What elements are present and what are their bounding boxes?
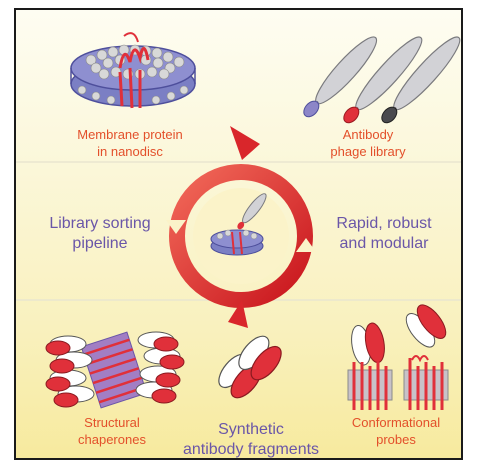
phage-library-icon [303, 36, 461, 124]
phage-library-label: Antibody phage library [330, 127, 406, 159]
synthetic-fragments-label: Synthetic antibody fragments [182, 421, 320, 458]
library-sorting-label: Library sorting pipeline [49, 215, 151, 252]
cycle-arrow-out [228, 300, 248, 328]
cycle-notch-left [166, 220, 186, 234]
cycle-arrow-in [230, 126, 260, 160]
membrane-protein-label: Membrane protein in nanodisc [77, 127, 183, 159]
selection-cycle [166, 126, 316, 328]
structural-chaperones-icon [45, 331, 185, 409]
figure-frame: Membrane protein in nanodisc Antibody ph… [14, 8, 463, 460]
nanodisc-icon [70, 32, 196, 109]
rapid-robust-label: Rapid, robust and modular [336, 215, 432, 252]
cycle-nanodisc-icon [210, 193, 267, 256]
conformational-probes-label: Conformational probes [351, 415, 441, 447]
illustration-layer [16, 32, 461, 410]
conformational-probes-icon [347, 304, 449, 410]
cycle-notch-right [296, 238, 316, 252]
cycle-ring [169, 164, 313, 308]
structural-chaperones-label: Structural chaperones [78, 415, 146, 447]
synthetic-fab-icon [218, 335, 282, 399]
